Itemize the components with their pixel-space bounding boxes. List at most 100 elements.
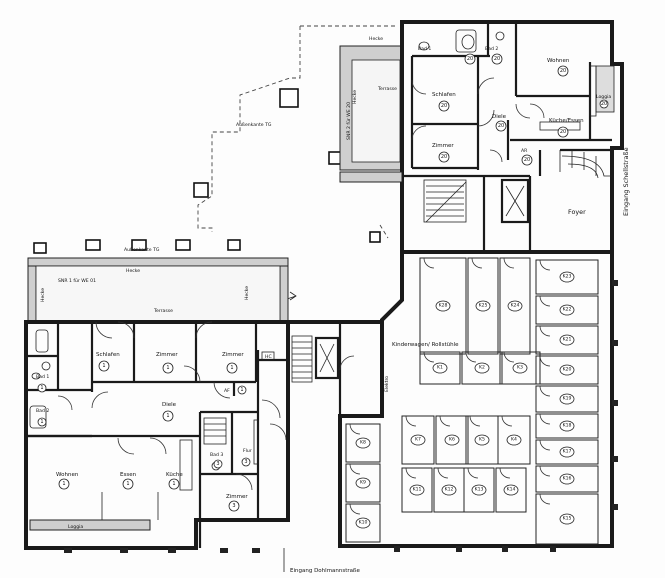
cellar-door-swing: [539, 493, 551, 505]
cellar-number: K24: [511, 303, 520, 309]
cellar-compartment: [401, 467, 433, 513]
cellar-compartment: [497, 415, 531, 465]
room-num: 20: [467, 56, 473, 62]
room-num: 1: [240, 387, 243, 393]
cellar-tag: [559, 393, 575, 405]
room-num: 3: [232, 503, 235, 509]
cellar-door-swing: [539, 295, 551, 307]
cellar-number: K21: [563, 337, 572, 343]
room-label: Flur: [243, 448, 252, 454]
cellar-compartment: [419, 351, 461, 385]
room-num: 20: [494, 56, 500, 62]
room-num: 1: [166, 413, 169, 419]
cellar-door-swing: [539, 259, 551, 271]
cellar-number: K13: [475, 487, 484, 493]
cellar-compartment: [467, 257, 499, 355]
cellar-number: K9: [360, 480, 366, 486]
cellar-door-swing: [499, 467, 511, 479]
room-label: Foyer: [568, 208, 586, 216]
hedge-label: Hecke: [244, 286, 250, 300]
cellar-number: K4: [511, 437, 517, 443]
cellar-number: K16: [563, 476, 572, 482]
cellar-compartment: [499, 257, 531, 355]
tg-label: Außenkante TG: [236, 122, 272, 128]
cellar-door-swing: [539, 439, 551, 451]
cellar-number: K2: [479, 365, 485, 371]
cellar-tag: [559, 334, 575, 346]
cellar-number: K7: [415, 437, 421, 443]
cellar-door-swing: [349, 503, 361, 515]
entrance-label: Eingang Dohlmannstraße: [290, 568, 361, 574]
room-num: 1: [62, 481, 65, 487]
cellar-tag: [559, 473, 575, 485]
electric-room-label: Elektro: [384, 376, 390, 392]
cellar-number: K23: [563, 274, 572, 280]
cellar-compartment: [535, 259, 599, 295]
cellar-tag: [355, 477, 371, 489]
cellar-number: K8: [360, 440, 366, 446]
cellar-number: K28: [439, 303, 448, 309]
post: [85, 239, 101, 251]
cellar-number: K22: [563, 307, 572, 313]
room-label: Schlafen: [432, 92, 456, 98]
cellar-number: K3: [517, 365, 523, 371]
room-label: Zimmer: [226, 494, 248, 500]
cellar-door-swing: [471, 257, 483, 269]
cellar-door-swing: [423, 257, 435, 269]
cellar-tag: [559, 364, 575, 376]
cellar-compartment: [495, 467, 527, 513]
room-num: 1: [230, 365, 233, 371]
room-num: 3: [244, 459, 247, 465]
cellar-tag: [355, 437, 371, 449]
snr2-label: SNR 2 für WE 20: [346, 102, 352, 140]
hedge-label: Hecke: [40, 288, 46, 302]
cellar-door-swing: [539, 413, 551, 425]
cellar-door-swing: [349, 463, 361, 475]
cellar-number: K10: [359, 520, 368, 526]
cellar-door-swing: [539, 465, 551, 477]
cellar-door-swing: [405, 467, 417, 479]
cellar-door-swing: [501, 415, 513, 427]
cellar-number: K17: [563, 449, 572, 455]
cellar-tag: [471, 484, 487, 496]
cellar-tag: [355, 517, 371, 529]
room-num: 1: [172, 481, 175, 487]
cellar-compartment: [345, 463, 381, 503]
cellar-door-swing: [469, 415, 481, 427]
cellar-compartment: [463, 467, 495, 513]
room-label: Loggia: [68, 524, 83, 530]
cellar-number: K14: [507, 487, 516, 493]
room-num: 20: [560, 129, 566, 135]
cellar-tag: [559, 271, 575, 283]
hedge-label: Hecke: [369, 36, 383, 42]
left-apartment: SNR 1 für WE 01 Hecke Hecke Hecke Terras…: [24, 247, 290, 553]
cellar-tag: [506, 434, 522, 446]
cellar-door-swing: [423, 351, 435, 363]
cellar-compartment: [535, 465, 599, 493]
room-num: 20: [441, 154, 447, 160]
cellar-tag: [409, 484, 425, 496]
outside-posts: [33, 88, 381, 254]
cellar-door-swing: [437, 467, 449, 479]
room-num: 20: [498, 123, 504, 129]
cellar-compartment: [345, 423, 381, 463]
cellar-door-swing: [503, 257, 515, 269]
cellar-door-swing: [467, 467, 479, 479]
room-num: 3: [216, 461, 219, 467]
stroller-room-label: Kinderwagen/ Rollstühle: [392, 342, 459, 348]
cellar-number: K18: [563, 423, 572, 429]
room-num: 1: [126, 481, 129, 487]
terrace-label: Terrasse: [153, 308, 173, 314]
cellar-compartment: [535, 295, 599, 325]
cellar-tag: [559, 420, 575, 432]
cellar-tag: [474, 362, 490, 374]
room-label: AR: [521, 148, 528, 154]
cellar-number: K12: [445, 487, 454, 493]
cellar-tag: [475, 300, 491, 312]
entrance-bottom: Eingang Dohlmannstraße: [283, 548, 361, 574]
cellar-door-swing: [503, 351, 515, 363]
cellar-number: K11: [413, 487, 422, 493]
